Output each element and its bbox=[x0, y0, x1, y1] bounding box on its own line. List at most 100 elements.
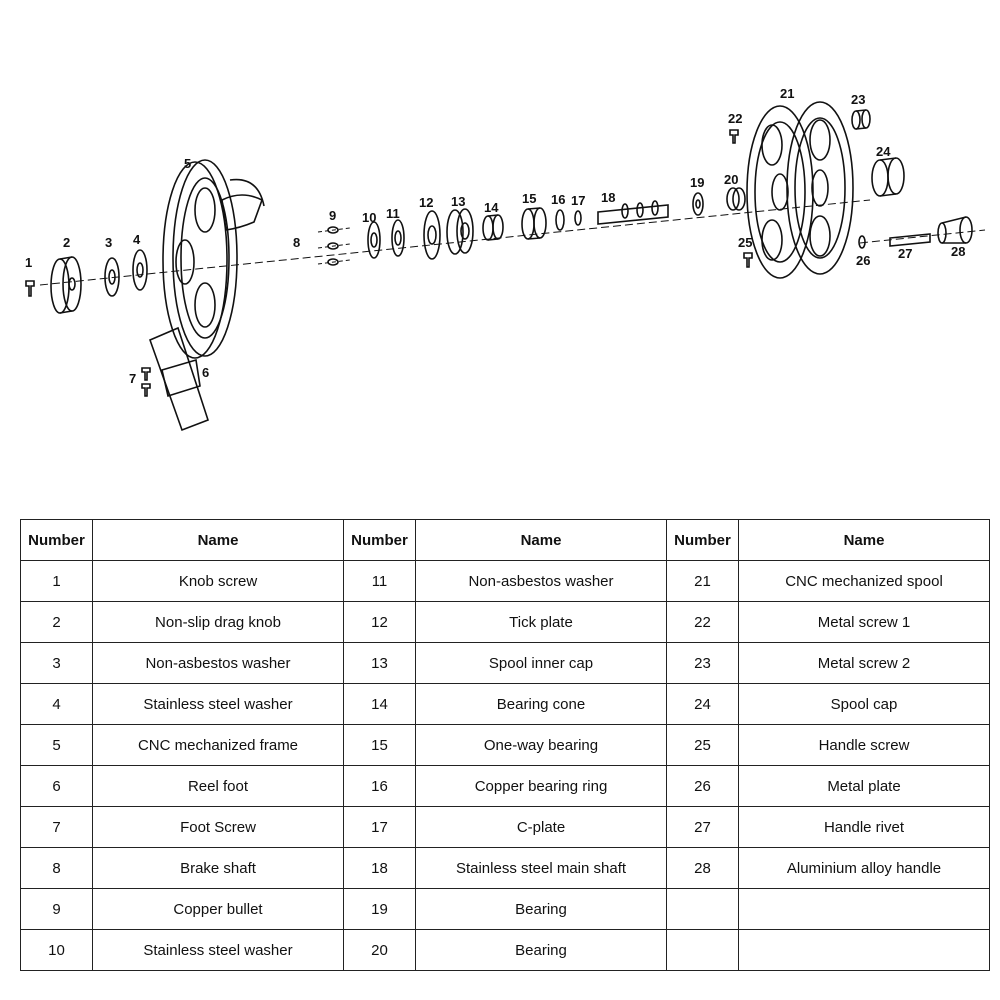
part-washer-4 bbox=[132, 249, 148, 291]
callout-23: 23 bbox=[851, 92, 865, 107]
part-number-cell: 23 bbox=[666, 642, 739, 684]
callout-28: 28 bbox=[951, 244, 965, 259]
part-name-cell: Metal screw 2 bbox=[738, 642, 990, 684]
part-metal-screw-2 bbox=[851, 109, 871, 130]
callout-22: 22 bbox=[728, 111, 742, 126]
part-number-cell: 15 bbox=[343, 724, 416, 766]
part-number-cell: 10 bbox=[20, 929, 93, 971]
callout-18: 18 bbox=[601, 190, 615, 205]
callout-5: 5 bbox=[184, 156, 191, 171]
callout-20: 20 bbox=[724, 172, 738, 187]
part-number-cell: 16 bbox=[343, 765, 416, 807]
part-number-cell: 11 bbox=[343, 560, 416, 602]
part-number-cell: 4 bbox=[20, 683, 93, 725]
callout-24: 24 bbox=[876, 144, 891, 159]
part-main-shaft bbox=[597, 200, 669, 225]
part-metal-plate bbox=[858, 235, 866, 249]
part-number-cell: 7 bbox=[20, 806, 93, 848]
part-number-cell bbox=[666, 888, 739, 930]
callout-2: 2 bbox=[63, 235, 70, 250]
callout-11: 11 bbox=[386, 206, 400, 221]
part-name-cell: Copper bullet bbox=[92, 888, 344, 930]
part-number-cell: 5 bbox=[20, 724, 93, 766]
part-name-cell bbox=[738, 888, 990, 930]
part-number-cell: 22 bbox=[666, 601, 739, 643]
callout-12: 12 bbox=[419, 195, 433, 210]
callout-15: 15 bbox=[522, 191, 536, 206]
callout-13: 13 bbox=[451, 194, 465, 209]
part-name-cell: Spool cap bbox=[738, 683, 990, 725]
column-header-number: Number bbox=[343, 519, 416, 561]
part-number-cell: 20 bbox=[343, 929, 416, 971]
part-name-cell: Bearing bbox=[415, 888, 667, 930]
column-header-name: Name bbox=[738, 519, 990, 561]
part-number-cell: 27 bbox=[666, 806, 739, 848]
part-handle-screw bbox=[743, 252, 753, 268]
callout-19: 19 bbox=[690, 175, 704, 190]
part-number-cell bbox=[666, 929, 739, 971]
part-spool-cap bbox=[871, 157, 905, 197]
part-number-cell: 8 bbox=[20, 847, 93, 889]
callout-7: 7 bbox=[129, 371, 136, 386]
part-number-cell: 14 bbox=[343, 683, 416, 725]
part-name-cell: Foot Screw bbox=[92, 806, 344, 848]
part-tick-plate bbox=[423, 210, 441, 260]
exploded-reel-diagram: 1 2 3 4 5 6 7 8 9 10 11 12 13 14 15 16 1… bbox=[25, 86, 986, 432]
column-header-name: Name bbox=[92, 519, 344, 561]
part-number-cell: 12 bbox=[343, 601, 416, 643]
callout-3: 3 bbox=[105, 235, 112, 250]
part-bearing-cone bbox=[482, 214, 504, 241]
callout-25: 25 bbox=[738, 235, 752, 250]
part-number-cell: 17 bbox=[343, 806, 416, 848]
part-c-plate bbox=[574, 210, 582, 226]
part-handle-rivet bbox=[889, 233, 931, 247]
column-header-name: Name bbox=[415, 519, 667, 561]
callout-16: 16 bbox=[551, 192, 565, 207]
part-drag-knob bbox=[50, 256, 82, 314]
part-number-cell: 6 bbox=[20, 765, 93, 807]
part-washer-11 bbox=[391, 219, 405, 257]
part-number-cell: 28 bbox=[666, 847, 739, 889]
callout-26: 26 bbox=[856, 253, 870, 268]
part-name-cell: CNC mechanized frame bbox=[92, 724, 344, 766]
part-one-way-bearing bbox=[521, 207, 547, 240]
part-bearing-19 bbox=[692, 192, 704, 216]
part-name-cell: Non-asbestos washer bbox=[92, 642, 344, 684]
part-bearing-20 bbox=[726, 187, 746, 211]
part-name-cell: Non-asbestos washer bbox=[415, 560, 667, 602]
part-number-cell: 13 bbox=[343, 642, 416, 684]
part-washer-3 bbox=[104, 257, 120, 297]
part-reel-foot bbox=[148, 326, 209, 432]
part-copper-bearing-ring bbox=[555, 209, 565, 231]
part-name-cell: Stainless steel washer bbox=[92, 683, 344, 725]
part-name-cell: Tick plate bbox=[415, 601, 667, 643]
part-name-cell: Bearing cone bbox=[415, 683, 667, 725]
callout-10: 10 bbox=[362, 210, 376, 225]
callout-27: 27 bbox=[898, 246, 912, 261]
part-name-cell: CNC mechanized spool bbox=[738, 560, 990, 602]
part-spool bbox=[746, 101, 854, 279]
part-number-cell: 9 bbox=[20, 888, 93, 930]
part-name-cell: Reel foot bbox=[92, 765, 344, 807]
part-name-cell: Stainless steel main shaft bbox=[415, 847, 667, 889]
part-metal-screw-1 bbox=[729, 129, 739, 144]
part-name-cell: Non-slip drag knob bbox=[92, 601, 344, 643]
column-header-number: Number bbox=[20, 519, 93, 561]
callout-17: 17 bbox=[571, 193, 585, 208]
part-name-cell: C-plate bbox=[415, 806, 667, 848]
part-copper-bullets bbox=[317, 226, 351, 266]
part-name-cell: Handle screw bbox=[738, 724, 990, 766]
part-name-cell bbox=[738, 929, 990, 971]
callout-21: 21 bbox=[780, 86, 794, 101]
part-name-cell: Brake shaft bbox=[92, 847, 344, 889]
part-number-cell: 21 bbox=[666, 560, 739, 602]
part-number-cell: 2 bbox=[20, 601, 93, 643]
part-name-cell: Spool inner cap bbox=[415, 642, 667, 684]
